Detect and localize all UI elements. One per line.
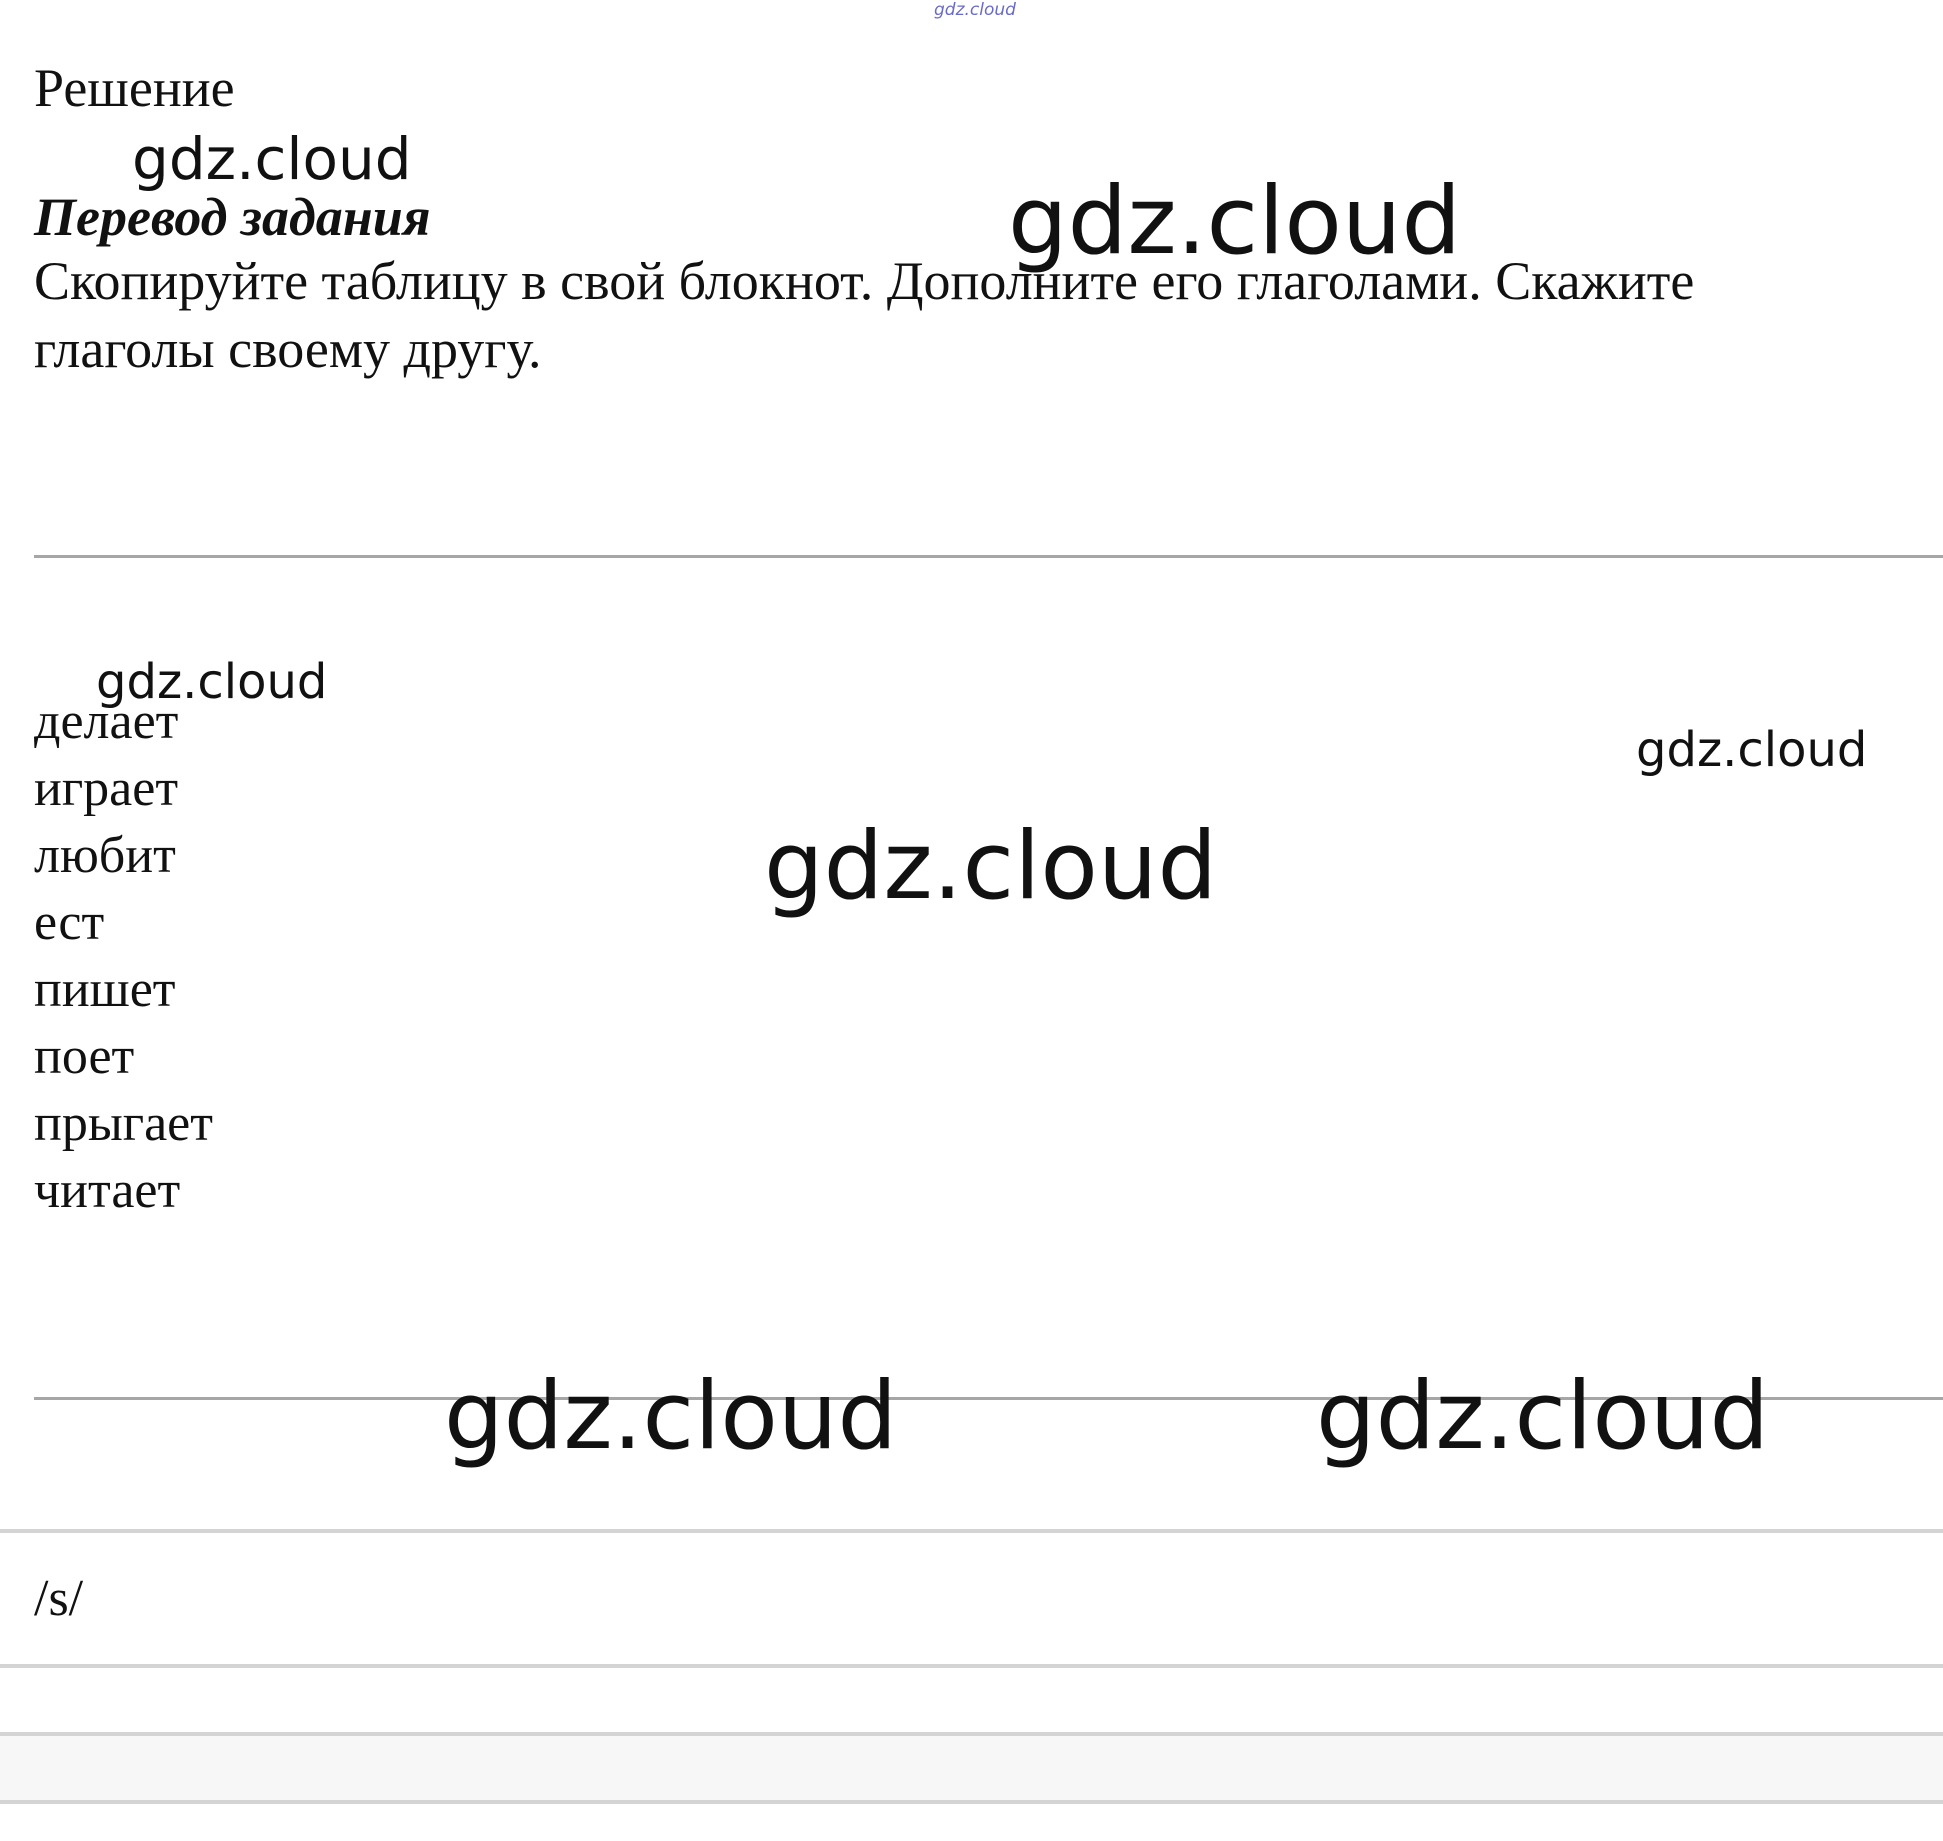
page-heading: Решение — [34, 58, 235, 118]
table-cell-sound-label: /s/ — [34, 1570, 84, 1627]
verb-item: поет — [34, 1028, 135, 1085]
verb-item: прыгает — [34, 1095, 213, 1152]
table-row-shaded — [0, 1736, 1943, 1800]
table-rule-2 — [0, 1664, 1943, 1668]
table-rule-4 — [0, 1800, 1943, 1804]
verb-item: пишет — [34, 961, 176, 1018]
table-rule-1 — [0, 1529, 1943, 1533]
task-title: Перевод задания — [34, 187, 431, 247]
watermark-header-center: gdz.cloud — [1008, 167, 1462, 276]
task-text-line-2: глаголы своему другу. — [34, 319, 542, 379]
watermark-list-right: gdz.cloud — [1636, 722, 1868, 778]
task-text-line-1: Скопируйте таблицу в свой блокнот. Допол… — [34, 251, 1695, 311]
verb-item: читает — [34, 1162, 181, 1219]
verb-item: делает — [34, 693, 179, 750]
table-rule-3 — [0, 1732, 1943, 1736]
watermark-bottom-left: gdz.cloud — [444, 1362, 898, 1471]
watermark-list-center: gdz.cloud — [764, 812, 1218, 921]
watermark-list-left: gdz.cloud — [96, 654, 328, 710]
watermark-top-small: gdz.cloud — [934, 0, 1016, 20]
verb-item: ест — [34, 894, 105, 951]
verb-item: любит — [34, 827, 176, 884]
divider-rule-top — [34, 555, 1943, 558]
verb-list: делает играет любит ест пишет поет прыга… — [34, 688, 213, 1224]
divider-rule-bottom — [34, 1397, 1943, 1400]
verb-item: играет — [34, 760, 179, 817]
watermark-header-left: gdz.cloud — [132, 125, 412, 193]
watermark-bottom-right: gdz.cloud — [1316, 1362, 1770, 1471]
